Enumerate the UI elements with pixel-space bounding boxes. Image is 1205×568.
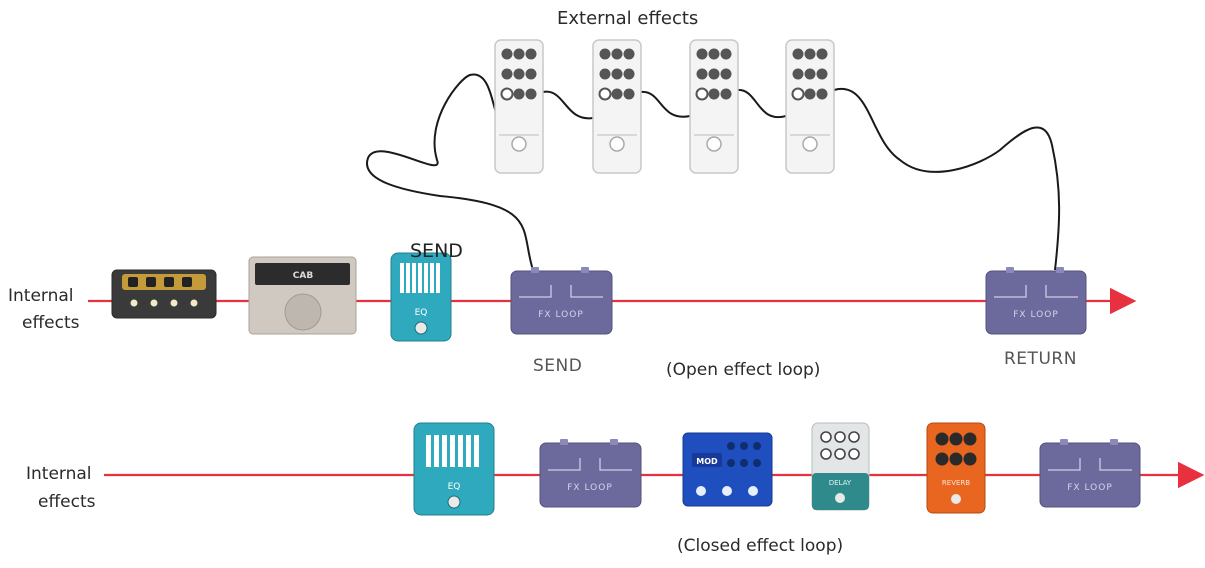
mod-label: MOD [696,457,718,466]
reverb-label: REVERB [942,479,970,487]
fx-loop-label: FX LOOP [567,483,613,493]
fx-loop-pedal: FX LOOP [539,439,642,508]
eq-pedal: EQ [413,422,495,516]
external-effects-title: External effects [557,8,699,29]
external-effect-unit [494,39,544,174]
chain-cable-3 [736,88,787,119]
return-label: RETURN [1004,349,1077,369]
delay-pedal: DELAY [811,422,870,511]
external-effect-unit [592,39,642,174]
fx-loop-pedal: FX LOOP [1039,439,1141,508]
closed-loop-caption: (Closed effect loop) [677,536,844,556]
cab-label: CAB [293,271,314,281]
top-internal-effects-label-line2: effects [22,313,80,333]
chain-cable-1 [542,90,594,120]
eq-pedal: EQ [390,252,452,342]
bottom-internal-effects-label-line1: Internal [26,464,92,484]
return-cable [833,87,1061,271]
mod-pedal: MOD [682,432,773,507]
fx-loop-label: FX LOOP [538,310,584,320]
open-loop-caption: (Open effect loop) [666,360,821,380]
amp-head-pedal [111,269,217,319]
send-cable [365,73,534,271]
reverb-pedal: REVERB [926,422,986,514]
top-internal-effects-label-line1: Internal [8,286,74,306]
fx-loop-label: FX LOOP [1013,310,1059,320]
send-label: SEND [533,356,583,376]
fx-loop-label: FX LOOP [1067,483,1113,493]
bottom-internal-effects-label-line2: effects [38,492,96,512]
fx-loop-return-pedal: FX LOOP [985,267,1087,335]
delay-label: DELAY [829,479,852,487]
eq-label: EQ [415,308,428,318]
fx-loop-send-pedal: FX LOOP [510,267,613,335]
send-overlay-label: SEND [410,240,463,262]
external-effect-unit [689,39,739,174]
eq-label: EQ [448,482,461,492]
cab-pedal: CAB [248,256,357,335]
external-effect-unit [785,39,835,174]
chain-cable-2 [640,90,691,118]
